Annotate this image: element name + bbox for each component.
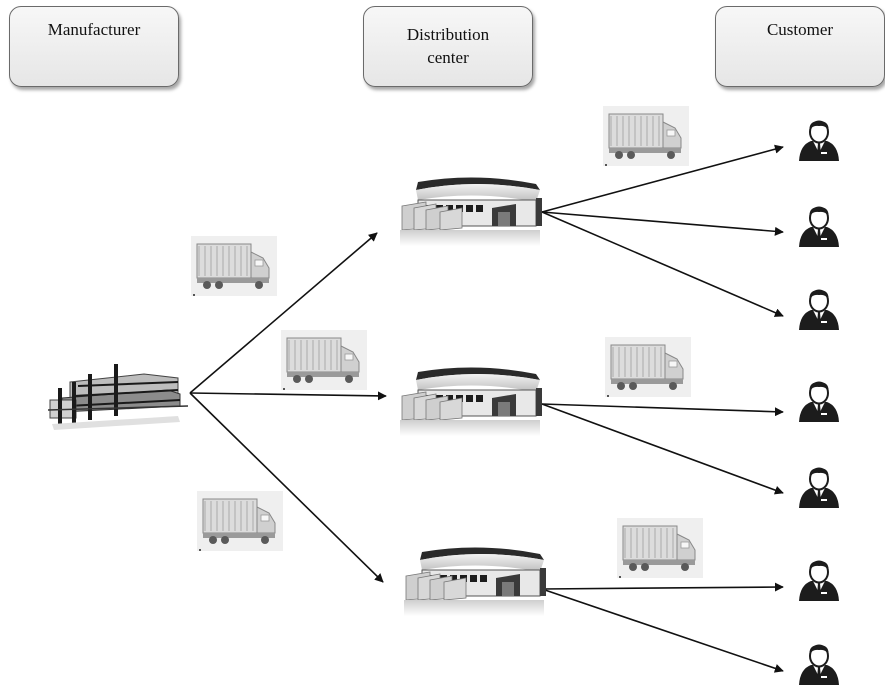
warehouse-icon [399,176,543,247]
distribution-label-line1: Distribution [406,24,490,44]
arrow-dc2-to-customer-4 [541,403,784,417]
arrow-dc3-to-customer-6 [541,582,784,592]
customer-header: Customer [715,6,885,87]
arrow-dc1-to-customer-1 [541,144,784,213]
warehouse-icon [399,366,543,437]
arrows-manufacturer-to-dc [189,232,387,583]
arrows-dc-to-customers [541,144,784,673]
truck-icon [616,517,704,579]
manufacturer-label: Manufacturer [47,20,141,39]
arrow-to-dc-2 [189,391,387,401]
arrow-dc1-to-customer-2 [541,211,784,236]
distribution-label-line2: center [427,47,469,67]
truck-icon [196,490,284,552]
customer-icon [798,560,840,602]
customer-icon [798,644,840,686]
truck-icon [604,336,692,398]
customer-icon [798,206,840,248]
truck-icon [280,329,368,391]
truck-icon [602,105,690,167]
customer-icon [798,467,840,509]
arrow-to-dc-3 [189,392,384,583]
factory-icon [47,363,189,431]
arrow-dc2-to-customer-5 [541,403,784,495]
customer-icon [798,289,840,331]
distribution-center-header: Distribution center [363,6,533,87]
arrow-to-dc-1 [189,232,378,394]
customer-icon [798,120,840,162]
manufacturer-header: Manufacturer [9,6,179,87]
customer-icon [798,381,840,423]
arrow-dc3-to-customer-7 [541,588,784,673]
truck-icon [190,235,278,297]
customer-label: Customer [766,20,834,39]
arrow-dc1-to-customer-3 [541,211,784,317]
warehouse-icon [403,546,547,617]
